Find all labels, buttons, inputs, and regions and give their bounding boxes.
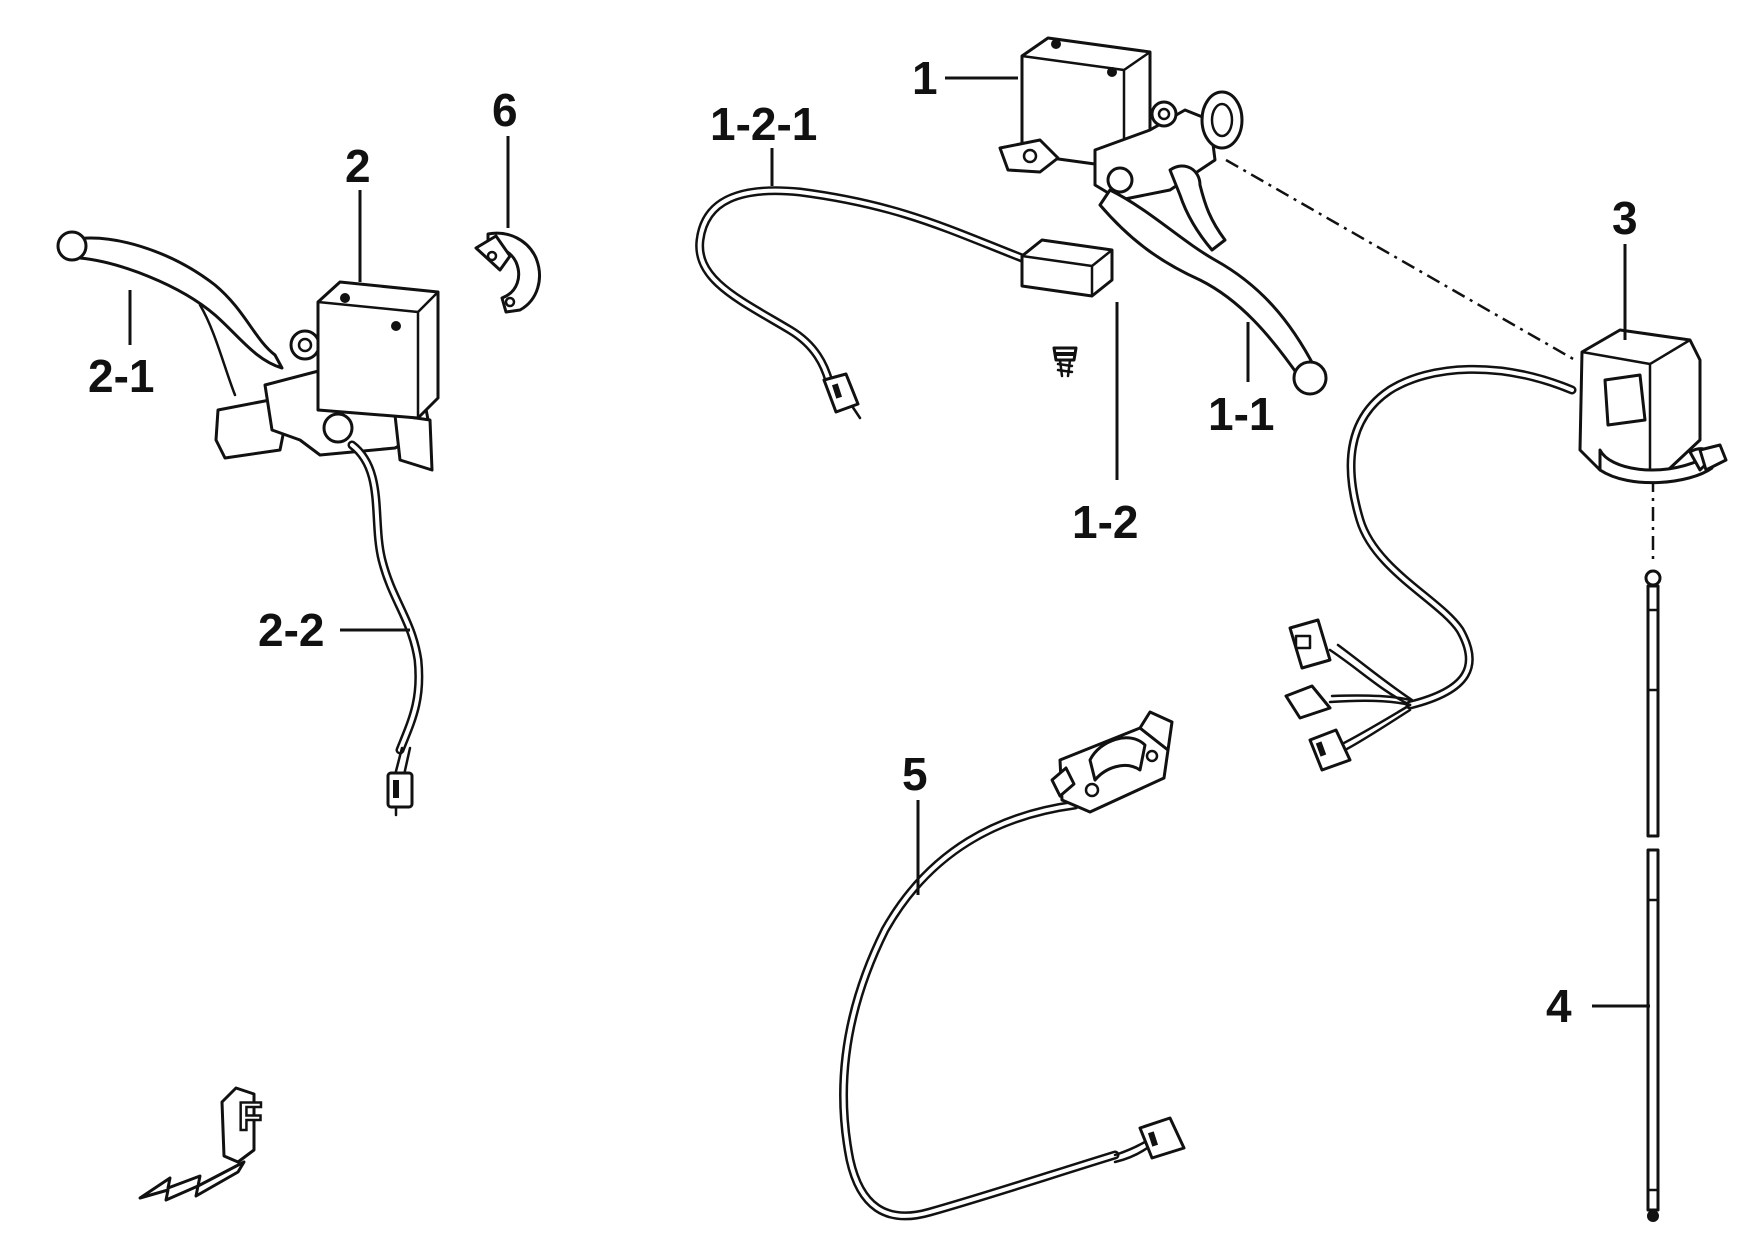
- left-brake-lever: [68, 236, 284, 370]
- brake-switch-assembly: [695, 186, 1114, 420]
- callout-2: 2: [345, 140, 371, 192]
- callout-3: 3: [1612, 192, 1638, 244]
- cable-upper-sheath: [1646, 584, 1660, 838]
- throttle-housing-assembly: [1225, 158, 1728, 772]
- switch-screw: [1052, 346, 1078, 378]
- sensor-wire: [838, 800, 1120, 1221]
- front-direction-marker: F: [138, 1086, 264, 1202]
- front-marker-block: [220, 1086, 256, 1164]
- throttle-thumb-tab: [1698, 443, 1728, 472]
- sensor-connector: [1138, 1116, 1186, 1160]
- brake-switch-body: [1020, 238, 1114, 298]
- alignment-line-1-3: [1225, 158, 1576, 362]
- throttle-cap: [1603, 373, 1647, 427]
- right-lever-ball-end: [1292, 360, 1328, 396]
- callout-1-2: 1-2: [1072, 496, 1138, 548]
- leader-lines: [128, 76, 1650, 1008]
- callout-2-2: 2-2: [258, 604, 324, 656]
- throttle-harness-wire: [1346, 364, 1577, 710]
- front-arrow-icon: [138, 1160, 246, 1202]
- callout-5: 5: [902, 748, 928, 800]
- callout-1-2-1: 1-2-1: [710, 98, 817, 150]
- harness-connector-3: [1308, 728, 1352, 772]
- cable-end-nipple-top: [1644, 569, 1662, 587]
- front-marker-letter: F: [238, 1095, 262, 1139]
- harness-connector-2: [1284, 684, 1332, 720]
- callout-6: 6: [492, 84, 518, 136]
- callout-labels: 1 1-1 1-2 1-2-1 2 2-1 2-2 3 4 5 6: [88, 52, 1638, 1032]
- lever-ball-end: [56, 230, 88, 262]
- right-master-cylinder-assembly: [998, 36, 1328, 396]
- throttle-cable: [1644, 569, 1662, 1222]
- brake-switch-wire: [695, 186, 1027, 390]
- left-reservoir: [316, 280, 440, 420]
- brake-switch-connector: [822, 372, 860, 414]
- left-switch-wire: [347, 440, 424, 755]
- callout-1-1: 1-1: [1208, 388, 1274, 440]
- cable-lower-sheath: [1646, 848, 1660, 1212]
- right-lever-pivot: [1168, 164, 1227, 252]
- sensor-part-5: [838, 710, 1186, 1221]
- lever-pivot-line: [198, 303, 237, 397]
- left-master-cylinder-assembly: [56, 230, 440, 817]
- right-clamp-ring: [1200, 90, 1244, 150]
- callout-2-1: 2-1: [88, 350, 154, 402]
- right-mount-tab: [998, 138, 1060, 174]
- callout-1: 1: [912, 52, 938, 104]
- left-clamp-half: [393, 413, 434, 472]
- left-wire-connector: [386, 771, 414, 809]
- cable-end-nipple-bottom: [1647, 1210, 1659, 1222]
- callout-4: 4: [1546, 980, 1572, 1032]
- left-banjo-fitting: [322, 412, 354, 444]
- clamp-part-6: [474, 231, 541, 314]
- left-pivot-boss: [289, 329, 321, 361]
